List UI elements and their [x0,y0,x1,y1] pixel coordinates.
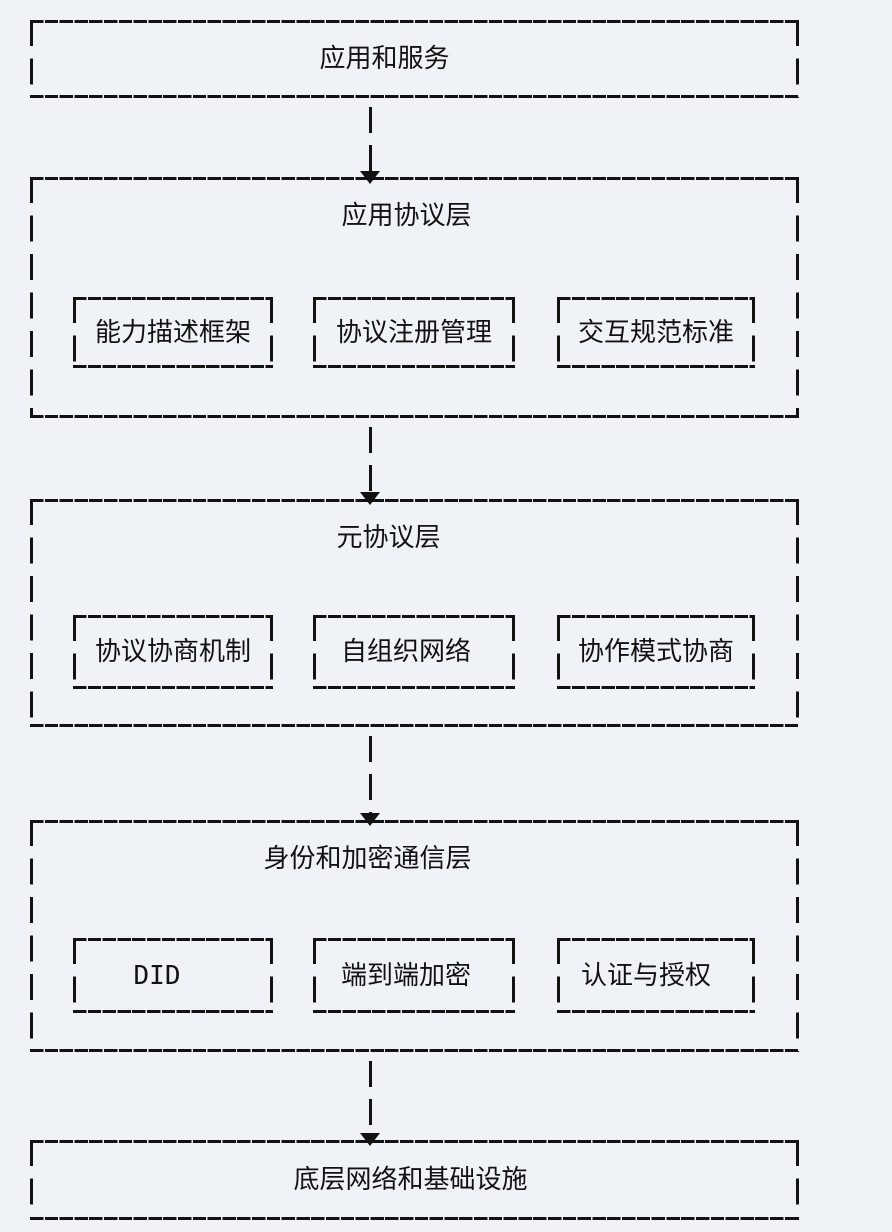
sub-box-label: 协议协商机制 [94,637,251,667]
connector-line [368,1061,372,1135]
sub-box-protocol-registry-management: 协议注册管理 [313,297,515,368]
sub-box-label: 自组织网络 [340,637,471,667]
sub-box-self-organizing-network: 自组织网络 [313,615,515,689]
sub-box-authentication-authorization: 认证与授权 [557,938,755,1013]
connector [359,1052,381,1146]
layer-title: 身份和加密通信层 [263,844,472,874]
sub-box-end-to-end-encryption: 端到端加密 [313,938,515,1013]
layer-box-application-protocol-layer: 应用协议层 能力描述框架 协议注册管理 交互规范标准 [30,177,799,418]
sub-box-label: DID [133,960,181,991]
sub-box-interaction-spec-standard: 交互规范标准 [557,297,755,368]
layer-box-underlying-network-and-infrastructure: 底层网络和基础设施 [30,1140,799,1220]
sub-box-label: 协作模式协商 [577,637,734,667]
layer-title: 应用和服务 [319,44,450,74]
sub-box-collaboration-mode-negotiation: 协作模式协商 [557,615,755,689]
sub-box-label: 交互规范标准 [577,317,734,348]
connector [359,98,381,184]
layer-title: 应用协议层 [341,201,472,231]
sub-box-label: 能力描述框架 [94,317,251,348]
sub-box-label: 协议注册管理 [335,317,492,348]
sub-box-label: 认证与授权 [580,960,711,991]
connector [359,418,381,505]
connector [359,727,381,826]
connector-line [368,107,372,173]
layer-box-identity-encrypted-communication-layer: 身份和加密通信层 DID 端到端加密 认证与授权 [30,820,799,1052]
layer-box-meta-protocol-layer: 元协议层 协议协商机制 自组织网络 协作模式协商 [30,499,799,727]
sub-box-label: 端到端加密 [340,960,471,991]
layer-title: 元协议层 [336,523,441,553]
layer-title: 底层网络和基础设施 [293,1165,528,1195]
connector-line [368,736,372,815]
connector-line [368,427,372,494]
sub-box-protocol-negotiation-mechanism: 协议协商机制 [73,615,273,689]
layer-box-applications-and-services: 应用和服务 [30,20,799,98]
sub-box-did: DID [73,938,273,1013]
sub-box-capability-description-framework: 能力描述框架 [73,297,273,368]
